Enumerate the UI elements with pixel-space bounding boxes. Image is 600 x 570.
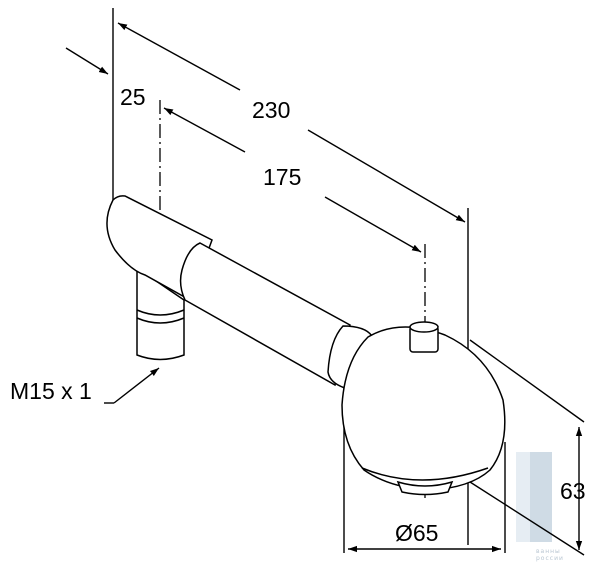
inlet-connector-band-2 [136,317,185,324]
dimension-lines [65,22,583,553]
watermark-logo [516,452,552,542]
inlet-connector-band [136,309,185,316]
dim-230-label: 230 [252,97,291,123]
dim-175-line-a [163,107,246,153]
handle-tube-middle [179,242,351,387]
dim-25-leader [65,47,109,75]
dim-65-label: Ø65 [395,520,439,546]
shower-face-lip [361,467,489,481]
handle-collar [327,325,373,391]
extension-line-bottom-63 [469,481,585,556]
thread-label: M15 x 1 [10,378,92,404]
dim-230-line-b [307,129,466,223]
dim-175-label: 175 [263,164,302,190]
dim-63-label: 63 [560,478,586,504]
inlet-connector [136,266,185,361]
hand-shower-body [106,195,506,496]
watermark-line-2: россии [536,555,564,562]
watermark-line-1: ванны [536,548,561,555]
top-nub-cap [409,321,439,333]
dim-230-line-a [117,22,241,91]
dim-175-line-b [324,196,422,253]
shower-face-nozzle [396,480,454,496]
thread-leader-d [113,367,160,404]
extension-line-top-63 [469,339,585,423]
dim-25-label: 25 [120,84,146,110]
shower-head [341,326,506,491]
watermark-text: ванны россии [536,548,596,562]
